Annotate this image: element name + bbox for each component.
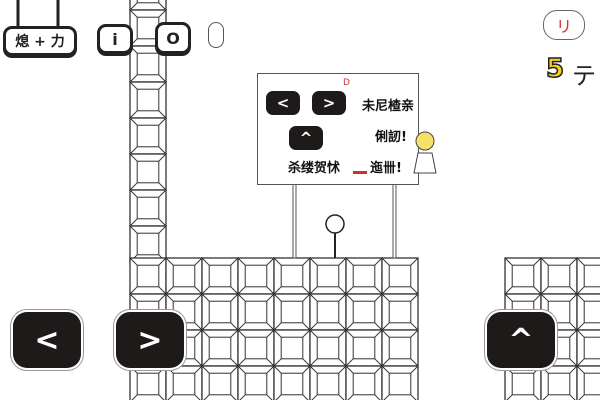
- info-button[interactable]: i: [97, 24, 133, 54]
- sign-jump-key: ^: [289, 126, 323, 150]
- block-tile: [576, 329, 600, 367]
- block-tile: [237, 329, 275, 367]
- block-tile: [309, 293, 347, 331]
- block-tile: [129, 365, 167, 400]
- block-tile: [345, 293, 383, 331]
- stick-figure-player: [325, 214, 345, 258]
- block-tile: [576, 257, 600, 295]
- block-tile: [129, 257, 167, 295]
- block-tile: [273, 293, 311, 331]
- sign-move-text: 未尼楂亲: [362, 99, 415, 114]
- angel-character-icon: [413, 131, 437, 174]
- sign-red-mark: D: [343, 78, 350, 88]
- block-tile: [201, 293, 239, 331]
- block-tile: [129, 225, 167, 263]
- sign-post: [392, 182, 397, 259]
- block-tile: [273, 329, 311, 367]
- block-tile: [576, 365, 600, 400]
- move-left-button[interactable]: <: [13, 312, 81, 368]
- sign-bottom-text-a: 杀缕贺怵: [288, 161, 341, 176]
- sign-bottom-text-b: 迤卌!: [370, 161, 402, 176]
- block-tile: [576, 293, 600, 331]
- block-tile: [129, 0, 167, 11]
- sign-left-key: <: [266, 91, 300, 115]
- block-tile: [273, 257, 311, 295]
- hint-bulb-icon[interactable]: [208, 22, 224, 48]
- block-tile: [165, 365, 203, 400]
- block-tile: [345, 365, 383, 400]
- block-tile: [345, 329, 383, 367]
- block-tile: [540, 257, 578, 295]
- block-tile: [201, 365, 239, 400]
- tutorial-sign: < > D 未尼楂亲 ^ 俐訒! 杀缕贺怵 迤卌!: [257, 73, 437, 185]
- level-number: 5: [545, 53, 565, 85]
- block-tile: [381, 293, 419, 331]
- power-button[interactable]: 熄 + 力: [3, 26, 77, 56]
- block-tile: [309, 257, 347, 295]
- sign-post: [292, 182, 297, 259]
- block-tile: [309, 365, 347, 400]
- block-tile: [309, 329, 347, 367]
- block-tile: [237, 365, 275, 400]
- sign-jump-text: 俐訒!: [375, 130, 407, 145]
- block-tile: [129, 45, 167, 83]
- block-tile: [381, 329, 419, 367]
- jump-button[interactable]: ^: [487, 312, 555, 368]
- record-button[interactable]: O: [155, 22, 191, 54]
- sign-red-blank: [353, 171, 367, 174]
- block-tile: [540, 365, 578, 400]
- block-tile: [381, 365, 419, 400]
- block-tile: [201, 329, 239, 367]
- block-tile: [273, 365, 311, 400]
- block-tile: [165, 257, 203, 295]
- sign-right-key: >: [312, 91, 346, 115]
- block-tile: [201, 257, 239, 295]
- block-tile: [504, 365, 542, 400]
- block-tile: [129, 81, 167, 119]
- move-right-button[interactable]: >: [116, 312, 184, 368]
- level-suffix: テ: [572, 62, 596, 90]
- block-tile: [504, 257, 542, 295]
- block-tile: [129, 153, 167, 191]
- hint-speech-bubble[interactable]: リ: [543, 10, 585, 40]
- hanging-chain: [16, 0, 60, 28]
- block-tile: [237, 257, 275, 295]
- block-tile: [129, 117, 167, 155]
- block-tile: [129, 189, 167, 227]
- block-tile: [237, 293, 275, 331]
- block-tile: [345, 257, 383, 295]
- block-tile: [381, 257, 419, 295]
